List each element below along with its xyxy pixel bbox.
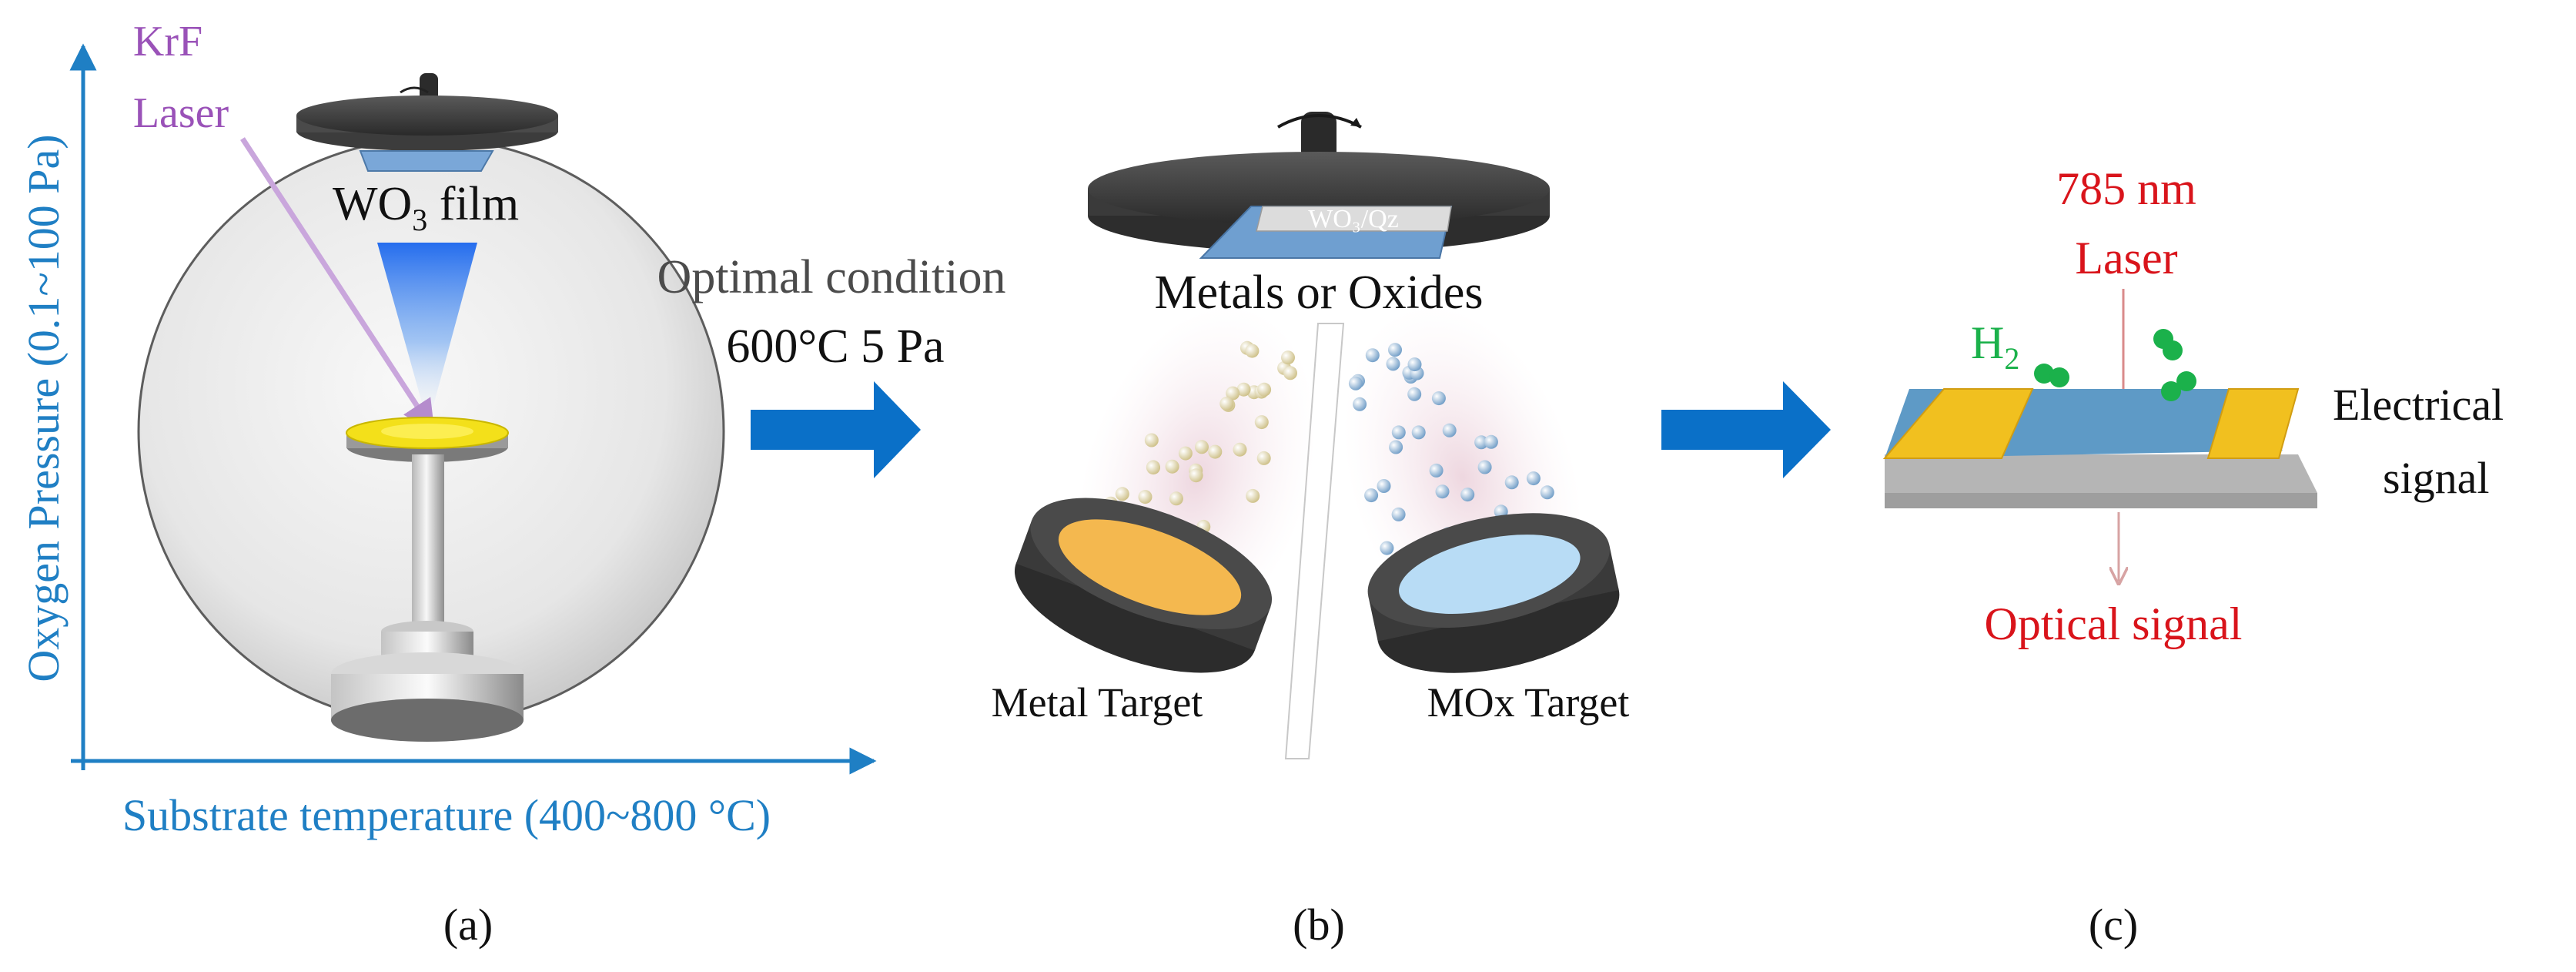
particle <box>1115 487 1129 501</box>
wo3-film-label-subscript: 3 <box>412 203 427 237</box>
panel-b: WO₃/Qz Metals or Oxides Metal Target MOx… <box>992 112 1630 950</box>
particle <box>1526 471 1541 486</box>
particle <box>1474 435 1489 450</box>
particle <box>1254 415 1269 430</box>
particle <box>1380 541 1394 555</box>
particle <box>1257 382 1272 397</box>
particle <box>1226 386 1240 401</box>
mox-target <box>1367 513 1620 673</box>
caption-c: (c) <box>2089 900 2138 950</box>
laser-785-line1: 785 nm <box>2056 163 2196 214</box>
particle <box>1365 348 1380 363</box>
particle <box>1144 433 1159 447</box>
particle <box>1146 461 1160 475</box>
particle <box>1348 376 1363 390</box>
particle <box>1245 344 1260 358</box>
h2-label-prefix: H <box>1971 317 2004 368</box>
flow-arrow-icon <box>751 381 921 478</box>
h2-label-subscript: 2 <box>2004 341 2019 376</box>
particle <box>1219 397 1234 411</box>
target-stage <box>331 417 524 742</box>
substrate-holder <box>296 73 558 172</box>
mox-target-label: MOx Target <box>1427 679 1630 726</box>
particle <box>1391 507 1406 521</box>
particle <box>1364 488 1379 503</box>
flow-arrow-a-to-b: Optimal condition 600°C 5 Pa <box>657 251 1006 478</box>
particle <box>1391 425 1406 440</box>
electrical-signal-line2: signal <box>2383 453 2490 503</box>
particle <box>1377 479 1391 493</box>
particle <box>1138 490 1153 504</box>
electrode-right <box>2206 388 2300 459</box>
h2-molecule-3 <box>2161 371 2196 401</box>
divider-shield <box>1284 323 1345 759</box>
particle <box>1195 440 1209 454</box>
particle <box>1477 460 1492 474</box>
particle <box>1169 491 1183 506</box>
particle <box>1386 357 1400 371</box>
particle <box>1178 446 1193 461</box>
particle <box>1442 423 1457 437</box>
particle <box>1233 442 1247 457</box>
electrical-signal-line1: Electrical <box>2333 380 2504 430</box>
wo3-film-sample <box>359 150 494 172</box>
y-axis-label: Oxygen Pressure (0.1~100 Pa) <box>18 134 69 682</box>
particle <box>1431 391 1446 406</box>
plasma-plume <box>377 243 477 408</box>
laser-785-line2: Laser <box>2075 233 2177 283</box>
particle <box>1407 387 1422 401</box>
h2-molecule-1 <box>2034 364 2069 387</box>
particle <box>1283 366 1297 380</box>
particle <box>1236 382 1251 397</box>
wo3-film-label-prefix: WO <box>333 178 412 230</box>
particle <box>1460 488 1475 502</box>
particle <box>1540 485 1554 500</box>
wo3-film-label-suffix: film <box>427 178 519 230</box>
particle <box>1189 468 1203 483</box>
sensor-device <box>1882 388 2317 508</box>
h2-label: H2 <box>1971 317 2019 376</box>
caption-a: (a) <box>443 900 493 950</box>
panel-c: 785 nm Laser H2 Electrical signal Optica… <box>1882 163 2504 950</box>
caption-b: (b) <box>1293 900 1345 950</box>
krf-laser-label-line1: KrF <box>133 18 202 65</box>
metal-target <box>1014 498 1273 673</box>
optimal-condition-line1: Optimal condition <box>657 251 1006 303</box>
wo3-qz-label: WO₃/Qz <box>1308 205 1399 233</box>
particle <box>1407 357 1422 372</box>
flow-arrow-b-to-c <box>1661 381 1831 478</box>
particle <box>1165 459 1179 474</box>
particle <box>1435 484 1450 499</box>
particle <box>1256 451 1271 465</box>
metal-target-label: Metal Target <box>992 679 1203 726</box>
particle <box>1388 343 1402 357</box>
rotating-substrate-holder: WO₃/Qz <box>1088 112 1550 259</box>
optimal-condition-line2: 600°C 5 Pa <box>726 320 944 373</box>
particle <box>1281 350 1295 365</box>
particle <box>1246 488 1260 503</box>
particle <box>1353 397 1367 411</box>
h2-molecule-2 <box>2153 329 2183 360</box>
krf-laser-beam <box>240 137 435 434</box>
panel-a: KrF Laser WO3 film Oxygen Pressure (0.1~… <box>18 18 877 950</box>
particle <box>1411 425 1426 440</box>
particle <box>1504 475 1519 490</box>
optical-signal-label: Optical signal <box>1985 598 2243 649</box>
electrode-left <box>1882 388 2034 459</box>
particle <box>1208 444 1223 459</box>
krf-laser-label-line2: Laser <box>133 89 229 137</box>
x-axis-label: Substrate temperature (400~800 °C) <box>122 790 771 840</box>
particle <box>1484 434 1498 449</box>
wo3-film-label: WO3 film <box>333 178 519 237</box>
particle <box>1429 463 1444 478</box>
particle <box>1389 440 1403 454</box>
